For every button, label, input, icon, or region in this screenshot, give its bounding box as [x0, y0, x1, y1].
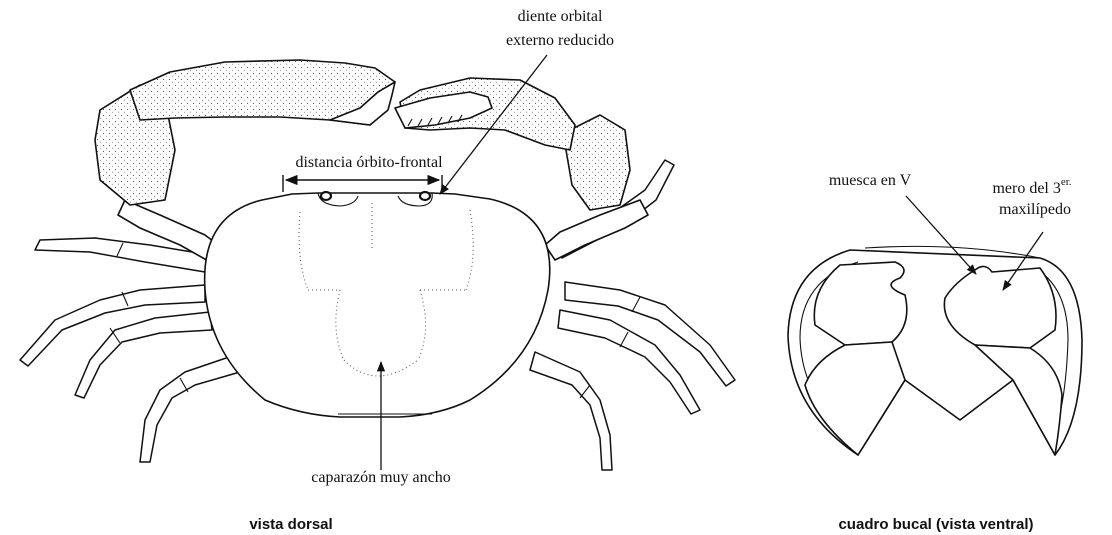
tooth-label-line1: diente orbital: [518, 8, 603, 25]
merus-label-line2: maxilípedo: [999, 201, 1071, 218]
crab-dorsal-view: diente orbital externo reducido distanci…: [20, 8, 735, 533]
buccal-frame-ventral-view: muesca en V mero del 3er. maxilípedo cua…: [788, 172, 1082, 533]
tooth-label-line2: externo reducido: [506, 32, 614, 49]
carapace: [205, 192, 550, 417]
notch-label: muesca en V: [829, 172, 912, 189]
carapace-label: caparazón muy ancho: [311, 469, 450, 486]
merus-label-line1: mero del 3er.: [992, 176, 1071, 197]
ventral-caption: cuadro bucal (vista ventral): [838, 516, 1033, 533]
merus-label-main: mero del 3: [992, 180, 1060, 197]
dorsal-caption: vista dorsal: [249, 516, 332, 533]
merus-label-superscript: er.: [1061, 176, 1072, 188]
orbito-frontal-distance-bracket: [283, 175, 442, 192]
distance-label: distancia órbito-frontal: [295, 154, 443, 171]
